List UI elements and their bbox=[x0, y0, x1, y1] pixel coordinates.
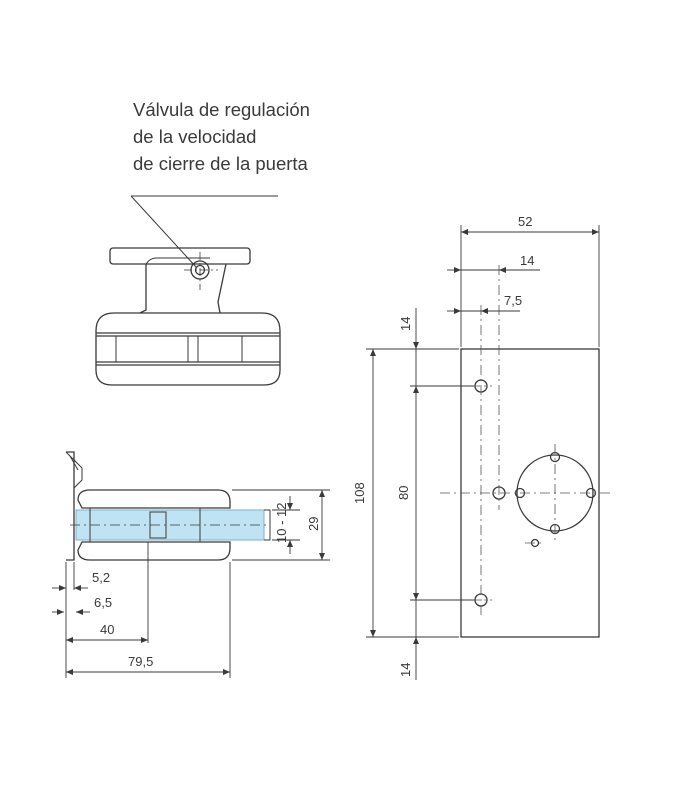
plate-dimensions bbox=[366, 225, 600, 680]
clamp-top-view bbox=[95, 247, 281, 386]
callout-line-3: de cierre de la puerta bbox=[133, 153, 309, 174]
dim-6-5: 6,5 bbox=[94, 595, 112, 610]
side-clamp-upper bbox=[77, 489, 231, 509]
dim-7-5: 7,5 bbox=[504, 293, 522, 308]
dim-14-bottom: 14 bbox=[398, 663, 413, 677]
dim-glass-thickness: 10 - 12 bbox=[274, 503, 289, 543]
callout-line-2: de la velocidad bbox=[133, 126, 256, 147]
top-mount-plate bbox=[109, 247, 251, 265]
side-clamp-lower bbox=[77, 541, 231, 561]
plate-dimension-labels: 52 14 7,5 14 108 80 14 bbox=[352, 214, 534, 677]
side-wall-plate bbox=[66, 451, 75, 561]
callout-line-1: Válvula de regulación bbox=[133, 99, 310, 120]
dim-5-2: 5,2 bbox=[92, 570, 110, 585]
dim-52: 52 bbox=[518, 214, 532, 229]
top-neck bbox=[139, 263, 227, 314]
dim-80: 80 bbox=[396, 486, 411, 500]
dim-14-offset: 14 bbox=[520, 253, 534, 268]
dim-29: 29 bbox=[306, 517, 321, 531]
top-clamp-body bbox=[95, 312, 281, 386]
side-dimension-labels: 5,2 6,5 40 79,5 10 - 12 29 bbox=[92, 503, 321, 669]
dim-79-5: 79,5 bbox=[128, 654, 153, 669]
side-dimensions bbox=[52, 489, 330, 678]
dim-108: 108 bbox=[352, 482, 367, 504]
plate-center-lines bbox=[440, 265, 612, 615]
callout-leader bbox=[130, 195, 278, 269]
clamp-side-view bbox=[65, 451, 271, 561]
dim-14-top: 14 bbox=[398, 317, 413, 331]
dim-40: 40 bbox=[100, 622, 114, 637]
callout-text: Válvula de regulación de la velocidad de… bbox=[133, 99, 310, 174]
